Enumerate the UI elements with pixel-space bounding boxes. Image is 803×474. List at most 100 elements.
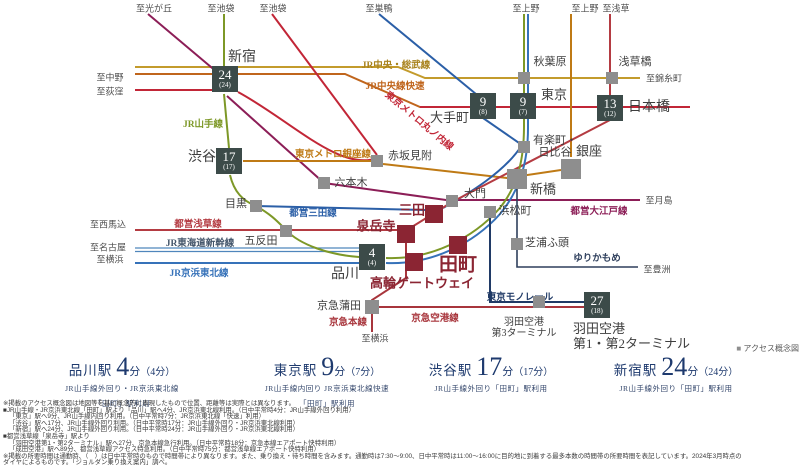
summary-minutes: 17 bbox=[476, 352, 503, 381]
time-daytime: (24) bbox=[219, 81, 231, 89]
station-label-shimbashi: 新橋 bbox=[529, 181, 557, 197]
time-daytime: (8) bbox=[478, 108, 488, 116]
time-box-shinagawa: 4(4) bbox=[359, 244, 385, 270]
station-square-meguro bbox=[250, 200, 262, 212]
summary-note: 「田町」駅利用 bbox=[299, 398, 355, 408]
line-label-chuo-rapid: JR中央線快速 bbox=[365, 82, 425, 92]
summary-unit: 分 bbox=[687, 366, 699, 378]
summary-0: 品川駅 4分（4分）JR山手線外回り・JR京浜東北線「田町」駅利用 bbox=[32, 354, 212, 409]
footnote-line: ※掲載の所要時間は通勤時、（ ）は日中平常時のもので時間帯により異なります。また… bbox=[3, 452, 742, 460]
station-name-tokyo: 東京 bbox=[541, 87, 568, 102]
footnote-line: 「羽田空港第1・第2ターミナル」駅へ27分、京急本線急行利用。（日中平常時18分… bbox=[9, 439, 341, 447]
station-label-daimon: 大門 bbox=[464, 187, 486, 200]
summary-note: JR山手線外回り「田町」駅利用 bbox=[619, 384, 733, 393]
highlight-square-mita_sta bbox=[425, 205, 443, 223]
station-label-gotanda: 五反田 bbox=[244, 234, 278, 247]
summary-minutes: 9 bbox=[321, 352, 335, 381]
line-label-asakusa: 都営浅草線 bbox=[174, 220, 222, 230]
footnote-line: 「成田空港」駅へ89分、都営浅草線アクセス特急利用。（日中平常時75分：都営浅草… bbox=[9, 446, 321, 454]
footnote-line: ※掲載のアクセス概念図は地図等を基に概念的に表現したもので位置、距離等は実際とは… bbox=[3, 400, 295, 407]
highlight-square-tamachi bbox=[449, 236, 467, 254]
station-square-daimon bbox=[446, 195, 458, 207]
edge-label: 至上野 bbox=[512, 3, 540, 14]
time-minutes: 4 bbox=[368, 245, 376, 260]
line-label-shinkansen: JR東海道新幹線 bbox=[165, 239, 235, 249]
station-square-shimbashi bbox=[507, 169, 527, 189]
summary-daytime: （24分） bbox=[698, 367, 739, 378]
time-minutes: 24 bbox=[218, 67, 232, 82]
summary-daytime: （4分） bbox=[140, 367, 176, 378]
line-label-keikyu-main: 京急本線 bbox=[328, 318, 368, 328]
station-label-akasaka: 赤坂見附 bbox=[388, 149, 432, 162]
time-box-tokyo: 9(7) bbox=[510, 93, 536, 119]
line-oedo bbox=[147, 13, 640, 201]
edge-label: 至月島 bbox=[645, 195, 673, 206]
time-minutes: 17 bbox=[222, 149, 236, 164]
summary-note: JR山手線内回り JR京浜東北線快速 bbox=[264, 384, 390, 393]
station-label-meguro: 目黒 bbox=[225, 197, 247, 210]
station-name-shinjuku: 新宿 bbox=[228, 50, 256, 65]
highlight-label-mita_sta: 三田 bbox=[398, 202, 426, 218]
line-tokaido-shinkansen bbox=[135, 247, 360, 253]
summary-note: JR山手線外回り・JR京浜東北線 bbox=[65, 384, 179, 393]
edge-label: 至荻窪 bbox=[96, 86, 124, 97]
summary-title: 渋谷駅 17分（17分） bbox=[406, 354, 576, 380]
summary-minutes: 24 bbox=[661, 352, 688, 381]
summary-3: 新宿駅 24分（24分） JR山手線外回り「田町」駅利用 bbox=[591, 354, 761, 395]
edge-label: 至西馬込 bbox=[89, 219, 127, 230]
time-daytime: (4) bbox=[367, 259, 377, 267]
station-square-roppongi bbox=[318, 177, 330, 189]
summary-station: 渋谷駅 bbox=[428, 363, 473, 378]
station-square-gotanda bbox=[280, 225, 292, 237]
summary-daytime: （7分） bbox=[345, 367, 381, 378]
footnote-line: 「渋谷」駅へ17分、JR山手線外回り利用。（日中平常時17分：JR山手線外回り・… bbox=[9, 419, 300, 427]
station-label-asakusabashi: 浅草橋 bbox=[618, 55, 652, 68]
summary-title: 品川駅 4分（4分） bbox=[32, 354, 212, 380]
station-label-shibaura: 芝浦ふ頭 bbox=[525, 236, 569, 249]
summary-station: 品川駅 bbox=[68, 363, 113, 378]
time-daytime: (12) bbox=[604, 110, 616, 118]
summary-title: 新宿駅 24分（24分） bbox=[591, 354, 761, 380]
summary-station: 新宿駅 bbox=[613, 363, 658, 378]
station-square-haneda_t3 bbox=[533, 296, 545, 308]
station-name-shinagawa: 品川 bbox=[331, 267, 359, 282]
time-daytime: (17) bbox=[223, 163, 235, 171]
line-label-oedo: 都営大江戸線 bbox=[570, 207, 628, 217]
time-daytime: (7) bbox=[518, 108, 528, 116]
time-minutes: 9 bbox=[479, 94, 487, 109]
summary-minutes: 4 bbox=[116, 352, 130, 381]
access-map: ■ アクセス概念図 至光が丘至池袋至池袋至巣鴨至上野至上野至浅草至中野至荻窪至錦… bbox=[89, 3, 799, 354]
time-daytime: (18) bbox=[591, 307, 603, 315]
footnote-line: ■都営浅草線「泉岳寺」駅より bbox=[3, 432, 90, 440]
line-label-monorail: 東京モノレール bbox=[486, 293, 554, 303]
legend: ■ アクセス概念図 bbox=[736, 343, 799, 354]
edge-label: 至池袋 bbox=[259, 3, 287, 14]
line-label-keihin-tohoku: JR京浜東北線 bbox=[169, 269, 229, 279]
edge-label: 至名古屋 bbox=[89, 242, 127, 253]
station-square-shibaura bbox=[511, 238, 523, 250]
station-name-shibuya: 渋谷 bbox=[188, 150, 216, 165]
highlight-square-sengakuji bbox=[397, 225, 415, 243]
time-box-shinjuku: 24(24) bbox=[212, 66, 238, 92]
station-name-otemachi: 大手町 bbox=[430, 110, 470, 125]
line-label-mita: 都営三田線 bbox=[289, 209, 337, 219]
line-chuo-sobu bbox=[135, 66, 640, 79]
station-label-haneda_t3: 羽田空港 第3ターミナル bbox=[491, 316, 557, 339]
edge-label: 至錦糸町 bbox=[645, 73, 683, 84]
edge-label: 至池袋 bbox=[207, 3, 235, 14]
station-label-ginza_sta: 銀座 bbox=[575, 143, 603, 159]
time-box-haneda: 27(18) bbox=[584, 292, 610, 318]
travel-time-summary: 品川駅 4分（4分）JR山手線外回り・JR京浜東北線「田町」駅利用東京駅 9分（… bbox=[0, 354, 803, 408]
station-label-hamamatsucho: 浜松町 bbox=[498, 204, 532, 217]
time-minutes: 27 bbox=[590, 293, 604, 308]
summary-title: 東京駅 9分（7分） bbox=[237, 354, 417, 380]
line-label-yurikamome: ゆりかもめ bbox=[573, 254, 621, 264]
line-marunouchi bbox=[135, 13, 690, 162]
summary-station: 東京駅 bbox=[273, 363, 318, 378]
summary-2: 渋谷駅 17分（17分）JR山手線外回り「田町」駅利用 bbox=[406, 354, 576, 395]
station-square-akihabara bbox=[518, 72, 530, 84]
station-square-keikyu_kamata bbox=[365, 300, 379, 314]
station-square-ginza_sta bbox=[561, 159, 581, 179]
footnote-line: ダイヤによるものです。「ジョルダン乗り換え案内」調べ。 bbox=[3, 459, 172, 467]
